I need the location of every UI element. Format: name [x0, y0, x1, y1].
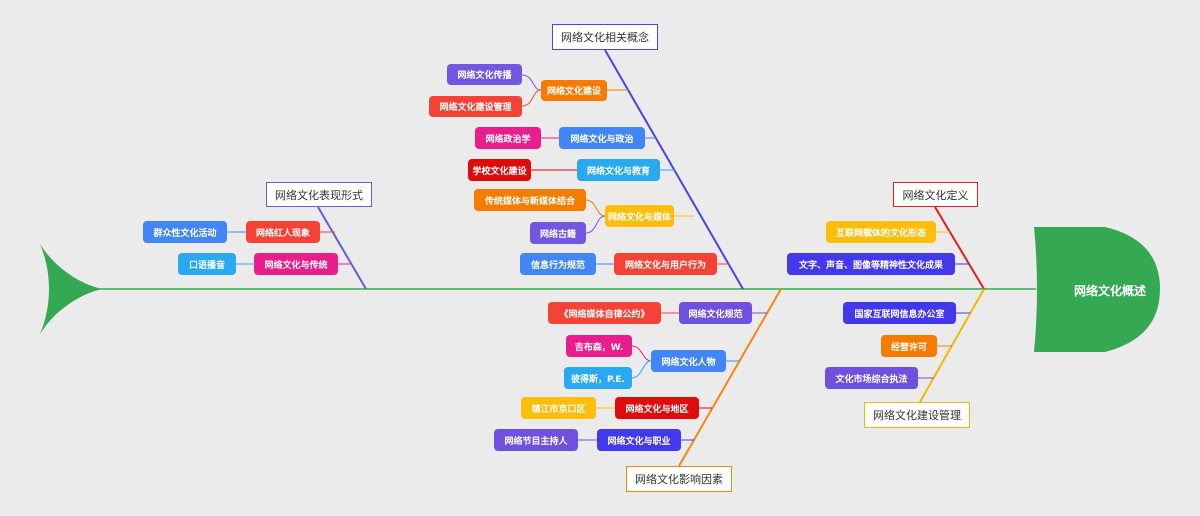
category-management[interactable]: 网络文化建设管理	[864, 402, 970, 428]
fish-tail	[40, 244, 102, 334]
node-media-self-discipline-pact[interactable]: 《网络媒体自律公约》	[548, 302, 661, 324]
node-culture-education[interactable]: 网络文化与教育	[577, 159, 660, 181]
fish-head	[1034, 227, 1160, 352]
bone-definition	[934, 206, 985, 290]
node-oral-broadcasting[interactable]: 口语播音	[178, 253, 236, 275]
category-definition[interactable]: 网络文化定义	[893, 182, 978, 207]
node-traditional-new-media[interactable]: 传统媒体与新媒体结合	[474, 189, 586, 211]
connector	[585, 199, 606, 217]
node-culture-dissemination[interactable]: 网络文化传播	[447, 64, 522, 85]
node-cultural-market-enforcement[interactable]: 文化市场综合执法	[825, 367, 918, 389]
diagram-title: 网络文化概述	[1073, 283, 1146, 298]
node-school-culture[interactable]: 学校文化建设	[468, 159, 531, 181]
category-concepts[interactable]: 网络文化相关概念	[552, 24, 658, 50]
connector	[521, 89, 542, 107]
node-internet-political-science[interactable]: 网络政治学	[475, 127, 541, 149]
node-information-behavior-norms[interactable]: 信息行为规范	[520, 253, 596, 275]
node-internet-classics[interactable]: 网络古籍	[530, 222, 586, 244]
node-culture-norms[interactable]: 网络文化规范	[679, 302, 752, 324]
bone-factors	[678, 288, 782, 467]
bone-forms	[317, 206, 367, 290]
node-gibson[interactable]: 吉布森，W.	[566, 335, 632, 357]
node-zhenjiang-jingkou[interactable]: 镇江市京口区	[521, 397, 596, 419]
node-internet-cultural-form[interactable]: 互联网载体的文化形态	[826, 221, 936, 243]
node-culture-construction-management[interactable]: 网络文化建设管理	[429, 96, 522, 117]
node-business-license[interactable]: 经营许可	[881, 335, 937, 357]
node-culture-construction[interactable]: 网络文化建设	[541, 80, 607, 101]
connector	[585, 215, 606, 234]
node-cyberspace-office[interactable]: 国家互联网信息办公室	[843, 302, 956, 324]
node-culture-user-behavior[interactable]: 网络文化与用户行为	[614, 253, 717, 275]
connector	[521, 74, 542, 91]
node-internet-celebrity[interactable]: 网络红人现象	[246, 221, 320, 243]
node-spiritual-cultural-achievements[interactable]: 文字、声音、图像等精神性文化成果	[787, 253, 955, 275]
node-culture-media[interactable]: 网络文化与媒体	[605, 205, 674, 227]
node-peters[interactable]: 彼得斯，P.E.	[564, 367, 632, 389]
node-culture-politics[interactable]: 网络文化与政治	[559, 127, 645, 149]
node-culture-figures[interactable]: 网络文化人物	[651, 350, 726, 372]
connector	[631, 360, 652, 379]
node-culture-profession[interactable]: 网络文化与职业	[597, 429, 681, 451]
category-forms[interactable]: 网络文化表现形式	[266, 182, 372, 207]
node-culture-region[interactable]: 网络文化与地区	[615, 397, 699, 419]
connector	[631, 345, 652, 362]
node-culture-tradition[interactable]: 网络文化与传统	[254, 253, 338, 275]
node-internet-host[interactable]: 网络节目主持人	[494, 429, 578, 451]
category-factors[interactable]: 网络文化影响因素	[626, 466, 732, 492]
node-mass-cultural-activities[interactable]: 群众性文化活动	[143, 221, 227, 243]
